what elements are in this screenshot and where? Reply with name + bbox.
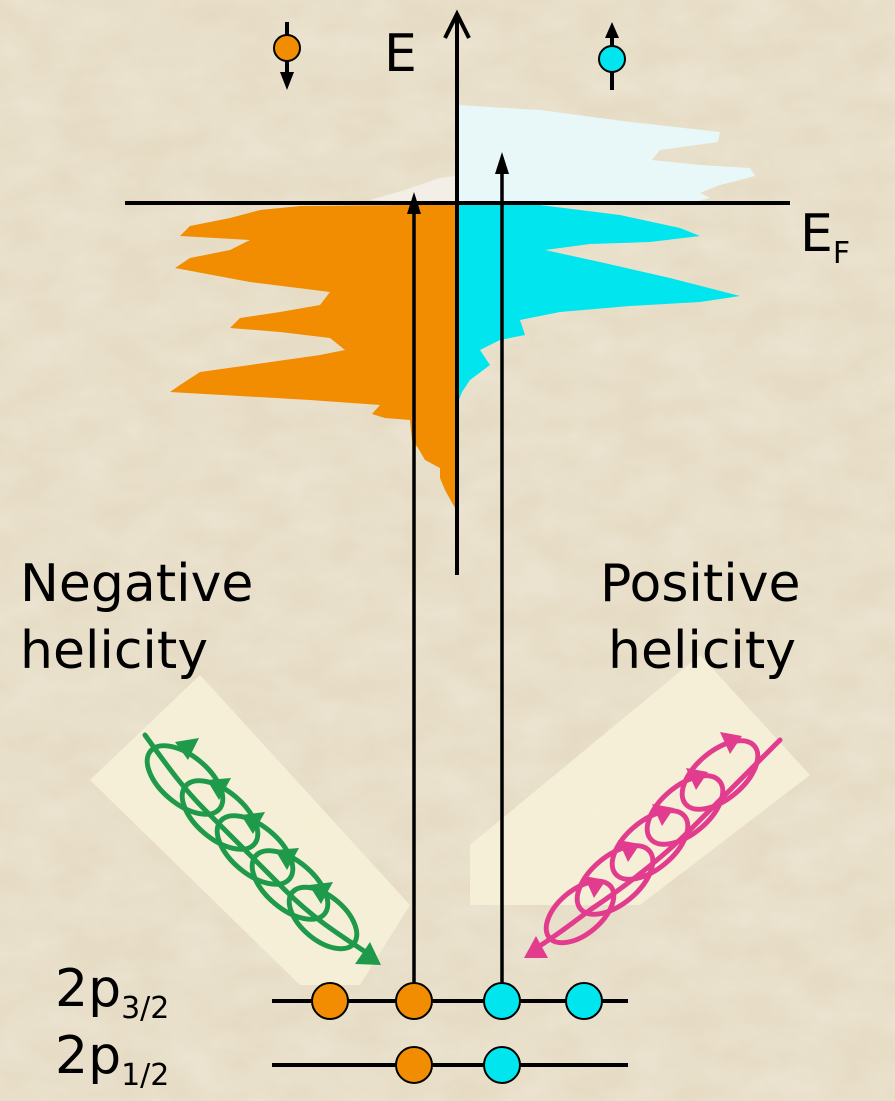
electron-spin-down [396, 983, 432, 1019]
level-2p32-label: 2p3/2 [55, 963, 169, 1015]
negative-light-panel [90, 675, 410, 985]
positive-light-panel [470, 655, 810, 905]
fermi-level-label-sub: F [833, 236, 850, 271]
electron-spin-down [312, 983, 348, 1019]
level-2p12-sub: 1/2 [121, 1058, 169, 1093]
level-2p12-main: 2p [55, 1026, 121, 1086]
spin-up-arrow-icon [599, 22, 625, 90]
electron-spin-down [396, 1047, 432, 1083]
level-2p32-main: 2p [55, 959, 121, 1019]
fermi-level-label: EF [800, 208, 850, 260]
level-2p12-label: 2p1/2 [55, 1030, 169, 1082]
positive-helicity-line2: helicity [608, 625, 796, 677]
negative-helicity-line1: Negative [20, 558, 253, 610]
electron-spin-up [484, 983, 520, 1019]
electron-spin-up [566, 983, 602, 1019]
spin-up-dos [455, 203, 740, 410]
spin-down-arrow-icon [274, 22, 300, 90]
negative-helicity-line2: helicity [20, 625, 208, 677]
spin-up-dos-unoccupied [455, 105, 755, 203]
energy-axis-label: E [384, 28, 417, 80]
electron-spin-up [484, 1047, 520, 1083]
level-2p32-sub: 3/2 [121, 991, 169, 1026]
fermi-level-label-main: E [800, 204, 833, 264]
positive-helicity-line1: Positive [600, 558, 800, 610]
